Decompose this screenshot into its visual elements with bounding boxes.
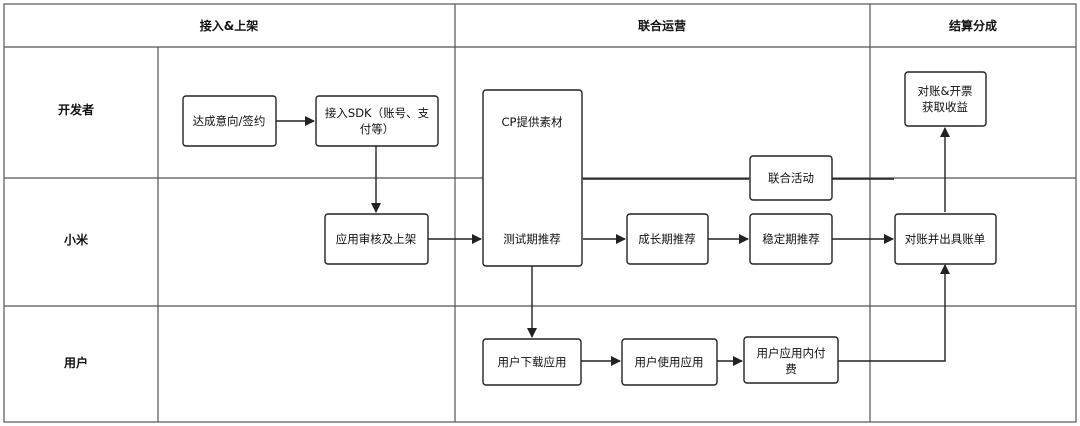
node-invoice-label-1: 对账&开票: [918, 84, 973, 98]
node-stable: 稳定期推荐: [749, 213, 833, 265]
node-joint-activity-label: 联合活动: [768, 171, 814, 185]
node-invoice-label-2: 获取收益: [922, 100, 968, 114]
node-growth-label: 成长期推荐: [638, 232, 696, 246]
lane-label-xiaomi: 小米: [64, 232, 89, 247]
node-growth: 成长期推荐: [626, 213, 709, 265]
outer-frame: [3, 3, 1077, 423]
node-invoice: 对账&开票 获取收益: [904, 71, 987, 127]
node-review-label: 应用审核及上架: [336, 232, 417, 246]
node-use-app: 用户使用应用: [621, 338, 718, 386]
header-joint-operation: 联合运营: [638, 18, 686, 33]
header-access-listing: 接入&上架: [200, 18, 258, 33]
node-iap: 用户应用内付 费: [743, 336, 839, 384]
node-sdk: 接入SDK（账号、支 付等）: [315, 95, 439, 147]
flow-edges: [276, 116, 950, 366]
node-sdk-label-1: 接入SDK（账号、支: [325, 106, 430, 120]
node-intent: 达成意向/签约: [182, 95, 277, 147]
node-use-app-label: 用户使用应用: [635, 355, 704, 369]
node-iap-label-1: 用户应用内付: [757, 346, 826, 360]
node-iap-label-2: 费: [785, 362, 797, 376]
lane-label-user: 用户: [63, 355, 88, 370]
lane-label-developer: 开发者: [58, 102, 94, 117]
node-reconcile-label: 对账并出具账单: [905, 232, 986, 246]
node-cp-material-label: CP提供素材: [502, 115, 563, 129]
header-settlement: 结算分成: [949, 18, 997, 33]
node-test-recommend-label: 测试期推荐: [503, 232, 561, 246]
edge-iap-to-reconcile: [838, 264, 950, 362]
node-sdk-label-2: 付等）: [360, 122, 395, 136]
node-stable-label: 稳定期推荐: [762, 232, 820, 246]
node-download-label: 用户下载应用: [498, 355, 567, 369]
node-review: 应用审核及上架: [324, 213, 429, 265]
node-reconcile: 对账并出具账单: [894, 213, 997, 265]
node-intent-label: 达成意向/签约: [193, 114, 266, 128]
node-download: 用户下载应用: [482, 338, 582, 386]
swimlane-grid: [3, 3, 1077, 423]
node-joint-activity: 联合活动: [749, 155, 833, 201]
node-cp-test: CP提供素材 测试期推荐: [482, 89, 583, 267]
